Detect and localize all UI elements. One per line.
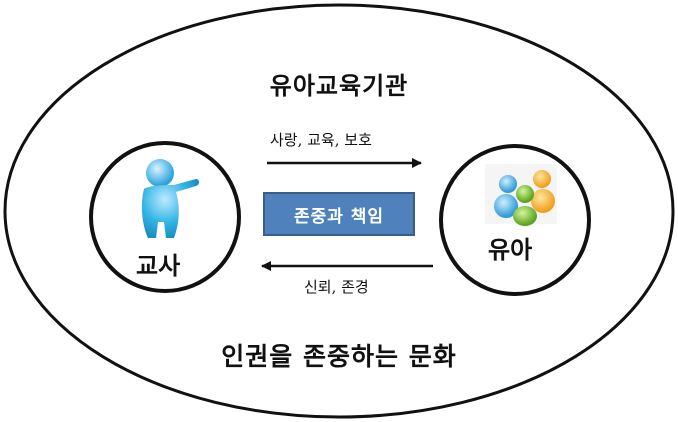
arrow-label-bottom: 신뢰, 존경 xyxy=(304,278,369,296)
child-label: 유아 xyxy=(488,236,533,264)
center-box: 존중과 책임 xyxy=(263,192,415,236)
teacher-label: 교사 xyxy=(136,252,181,280)
children-group-icon xyxy=(485,164,557,226)
institution-title: 유아교육기관 xyxy=(269,72,409,100)
arrow-label-top: 사랑, 교육, 보호 xyxy=(270,131,372,149)
teacher-person-icon xyxy=(141,159,199,238)
culture-caption: 인권을 존중하는 문화 xyxy=(221,342,457,371)
